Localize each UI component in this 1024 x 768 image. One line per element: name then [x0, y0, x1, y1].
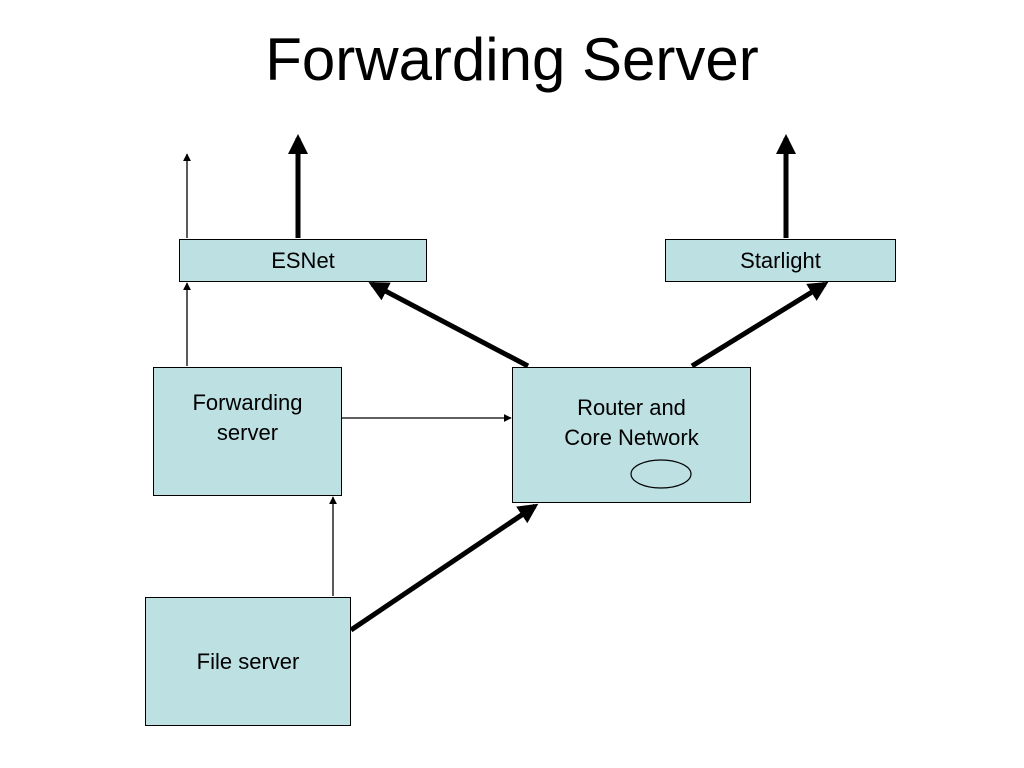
esnet-box: ESNet [179, 239, 427, 282]
starlight-label: Starlight [740, 247, 821, 273]
esnet-label: ESNet [271, 247, 335, 273]
file-server-box: File server [145, 597, 351, 726]
router-ellipse-marker [630, 459, 692, 489]
slide-title: Forwarding Server [265, 26, 759, 93]
router-core-network-box: Router and Core Network [512, 367, 751, 503]
router-label-line2: Core Network [564, 425, 699, 450]
arrow-router-to-starlight [690, 281, 829, 369]
forwarding-server-label-line1: Forwarding [192, 389, 303, 415]
forwarding-server-box: Forwarding server [153, 367, 342, 496]
starlight-box: Starlight [665, 239, 896, 282]
arrow-fileserver-to-router [349, 503, 539, 633]
arrow-router-to-esnet [368, 281, 530, 369]
forwarding-server-label-line2: server [216, 419, 279, 445]
router-label-line1: Router and [577, 395, 686, 420]
file-server-label: File server [196, 648, 300, 674]
